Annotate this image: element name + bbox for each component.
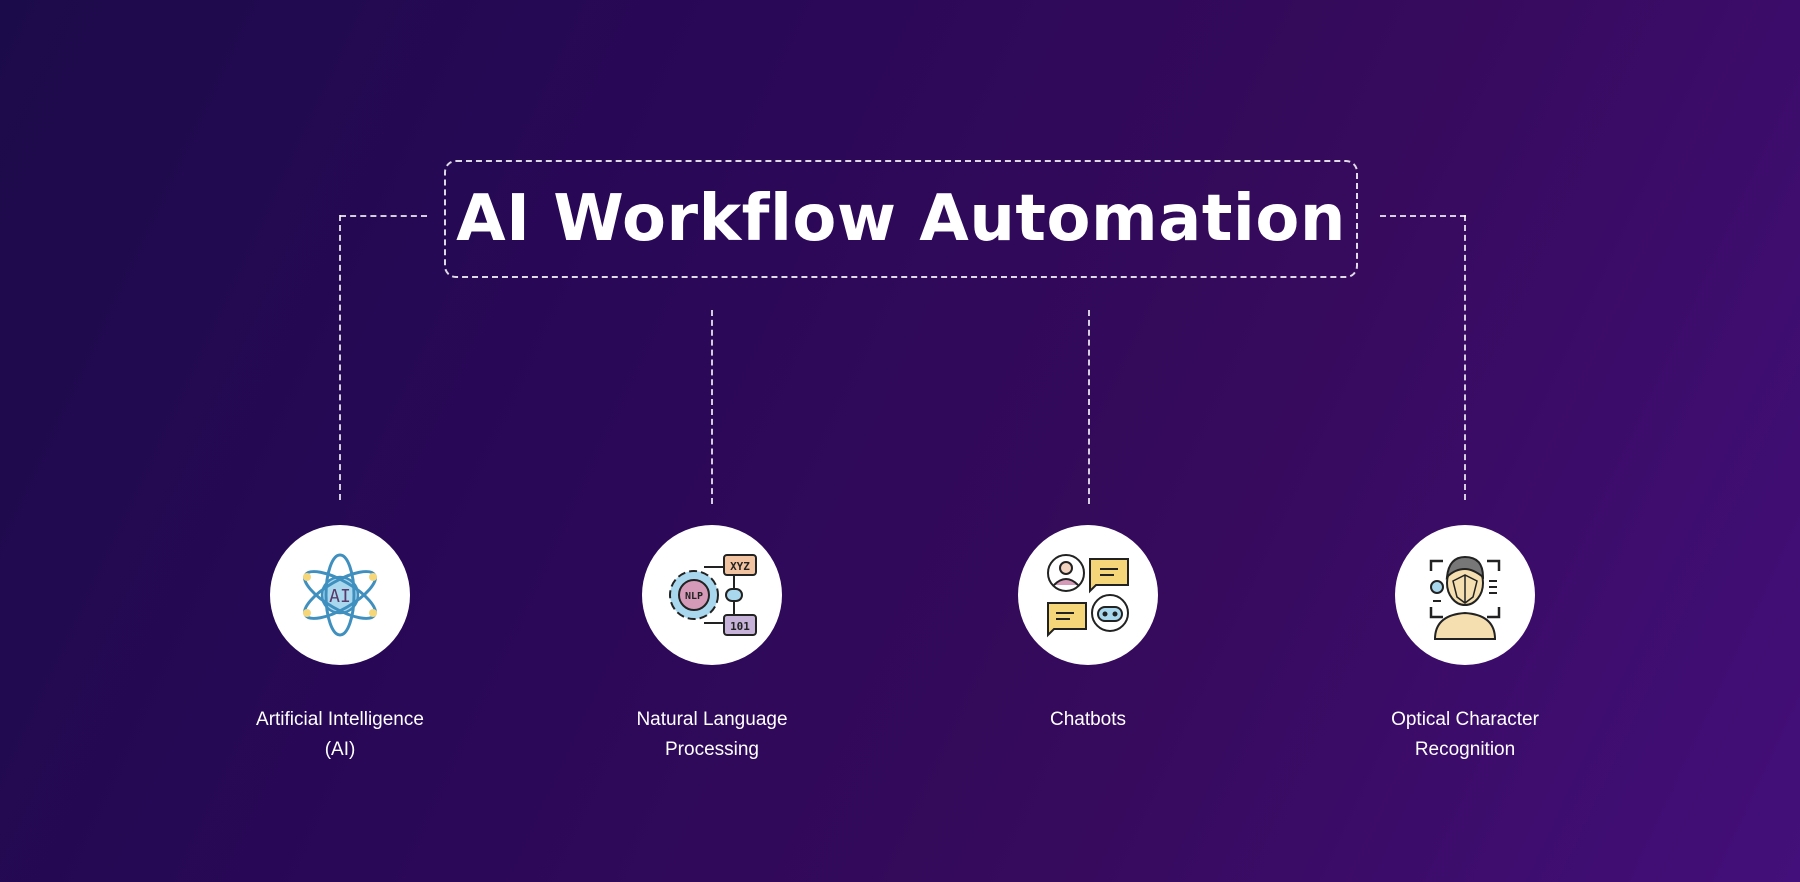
connector-center-right xyxy=(1088,310,1090,504)
icon-circle xyxy=(1018,525,1158,665)
title-box: AI Workflow Automation xyxy=(444,160,1358,278)
face-scan-icon xyxy=(1429,555,1501,640)
icon-text-top: XYZ xyxy=(730,560,750,573)
chatbot-icon xyxy=(1047,554,1129,638)
label-line-1: Optical Character xyxy=(1391,709,1539,730)
node-artificial-intelligence: AI Artificial Intelligence (AI) xyxy=(210,525,470,765)
nlp-gear-icon: NLP XYZ 101 xyxy=(669,554,757,636)
icon-circle: AI xyxy=(270,525,410,665)
node-label: Natural Language Processing xyxy=(582,705,842,765)
connector-right-vertical xyxy=(1464,215,1466,500)
icon-circle: NLP XYZ 101 xyxy=(642,525,782,665)
icon-text: AI xyxy=(329,586,351,607)
connector-left-vertical xyxy=(339,215,341,500)
icon-circle xyxy=(1395,525,1535,665)
page-title: AI Workflow Automation xyxy=(456,182,1346,256)
label-line-2: (AI) xyxy=(324,739,356,760)
icon-text: NLP xyxy=(685,591,703,602)
connector-right-horizontal xyxy=(1380,215,1466,217)
atom-ai-icon: AI xyxy=(303,553,377,637)
node-label: Chatbots xyxy=(958,705,1218,735)
connector-left-horizontal xyxy=(340,215,427,217)
label-line-1: Natural Language xyxy=(636,709,788,730)
node-label: Artificial Intelligence (AI) xyxy=(210,705,470,765)
label-line-2: Recognition xyxy=(1414,739,1516,760)
node-label: Optical Character Recognition xyxy=(1335,705,1595,765)
label-line-1: Artificial Intelligence xyxy=(256,709,424,730)
label-line-1: Chatbots xyxy=(1049,709,1127,730)
node-natural-language-processing: NLP XYZ 101 Natural Language Processing xyxy=(582,525,842,765)
icon-text-bottom: 101 xyxy=(730,620,750,633)
label-line-2: Processing xyxy=(665,739,759,760)
connector-center-left xyxy=(711,310,713,504)
node-chatbots: Chatbots xyxy=(958,525,1218,735)
node-optical-character-recognition: Optical Character Recognition xyxy=(1335,525,1595,765)
